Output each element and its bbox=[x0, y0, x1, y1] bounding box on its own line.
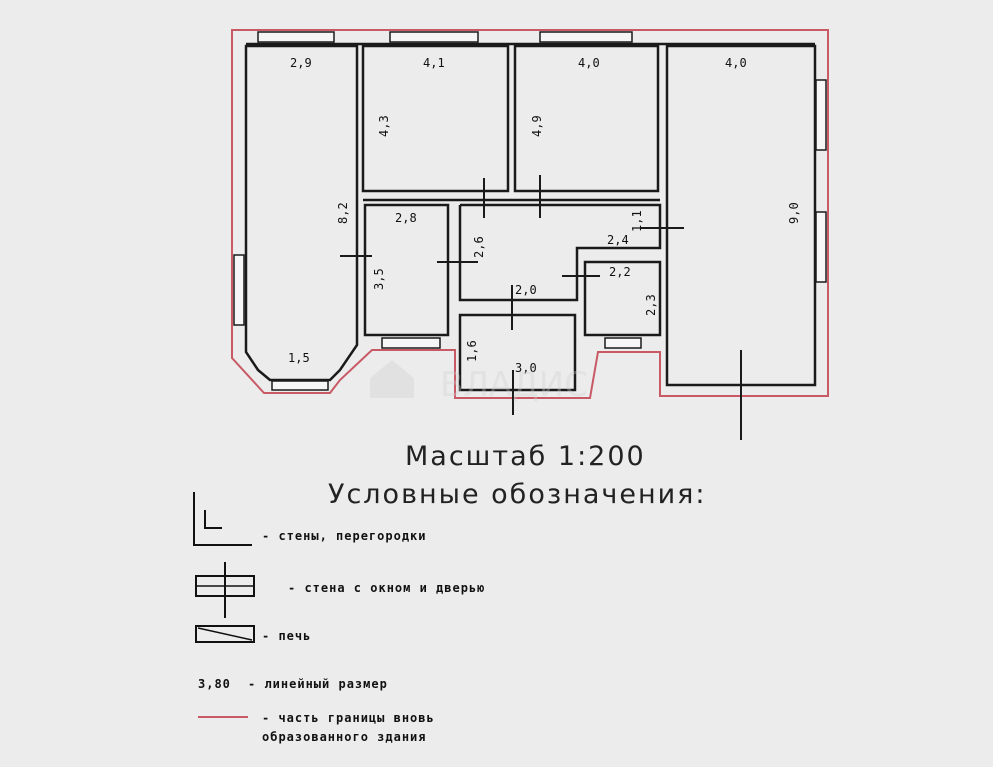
window bbox=[257, 31, 335, 43]
dim-label: 4,1 bbox=[423, 56, 445, 70]
window bbox=[233, 254, 245, 326]
legend-sample-dimension: 3,80 bbox=[198, 677, 231, 691]
window bbox=[381, 337, 441, 349]
legend-label: - часть границы вновь bbox=[262, 711, 435, 725]
window bbox=[815, 79, 827, 151]
legend-title: Условные обозначения: bbox=[328, 479, 707, 510]
house-logo-icon bbox=[370, 360, 414, 398]
watermark-text: ВЛАДИС bbox=[440, 365, 588, 405]
room-2 bbox=[361, 44, 510, 193]
legend-label: - линейный размер bbox=[248, 677, 388, 691]
window bbox=[604, 337, 642, 349]
dim-label: 4,0 bbox=[725, 56, 747, 70]
dim-label: 8,2 bbox=[336, 202, 350, 224]
dim-label: 2,0 bbox=[515, 283, 537, 297]
dim-label: 3,0 bbox=[515, 361, 537, 375]
dim-label: 4,0 bbox=[578, 56, 600, 70]
dim-label: 2,8 bbox=[395, 211, 417, 225]
dim-label: 1,6 bbox=[465, 340, 479, 362]
window bbox=[815, 211, 827, 283]
room-7 bbox=[458, 313, 577, 392]
scale-label: Масштаб 1:200 bbox=[405, 441, 646, 472]
hallway bbox=[458, 203, 662, 302]
dim-label: 9,0 bbox=[787, 202, 801, 224]
windows bbox=[233, 31, 827, 391]
new-building-boundary bbox=[231, 29, 829, 399]
legend: - стены, перегородки - стена с окном и д… bbox=[193, 492, 485, 744]
watermark: ВЛАДИС bbox=[370, 360, 588, 405]
legend-label: - печь bbox=[262, 629, 311, 643]
legend-label-continued: образованного здания bbox=[262, 730, 427, 744]
window bbox=[389, 31, 479, 43]
dim-label: 1,5 bbox=[288, 351, 310, 365]
dim-label: 2,9 bbox=[290, 56, 312, 70]
window bbox=[271, 380, 329, 391]
legend-label: - стены, перегородки bbox=[262, 529, 427, 543]
dim-label: 4,3 bbox=[377, 115, 391, 137]
dim-label: 1,1 bbox=[630, 210, 644, 232]
wall-window-door-symbol bbox=[195, 562, 255, 618]
dim-label: 2,2 bbox=[609, 265, 631, 279]
room-1 bbox=[244, 44, 359, 382]
dim-label: 2,6 bbox=[472, 236, 486, 258]
dim-label: 4,9 bbox=[530, 115, 544, 137]
dim-label: 3,5 bbox=[372, 268, 386, 290]
bathroom bbox=[583, 260, 662, 337]
room-3 bbox=[513, 44, 660, 193]
dim-label: 2,4 bbox=[607, 233, 629, 247]
walls-partitions-symbol bbox=[193, 492, 252, 546]
dim-label: 2,3 bbox=[644, 294, 658, 316]
window bbox=[539, 31, 633, 43]
door-marks bbox=[340, 175, 742, 440]
stove-symbol bbox=[195, 625, 255, 643]
room-5 bbox=[363, 203, 450, 337]
legend-label: - стена с окном и дверью bbox=[288, 581, 485, 595]
